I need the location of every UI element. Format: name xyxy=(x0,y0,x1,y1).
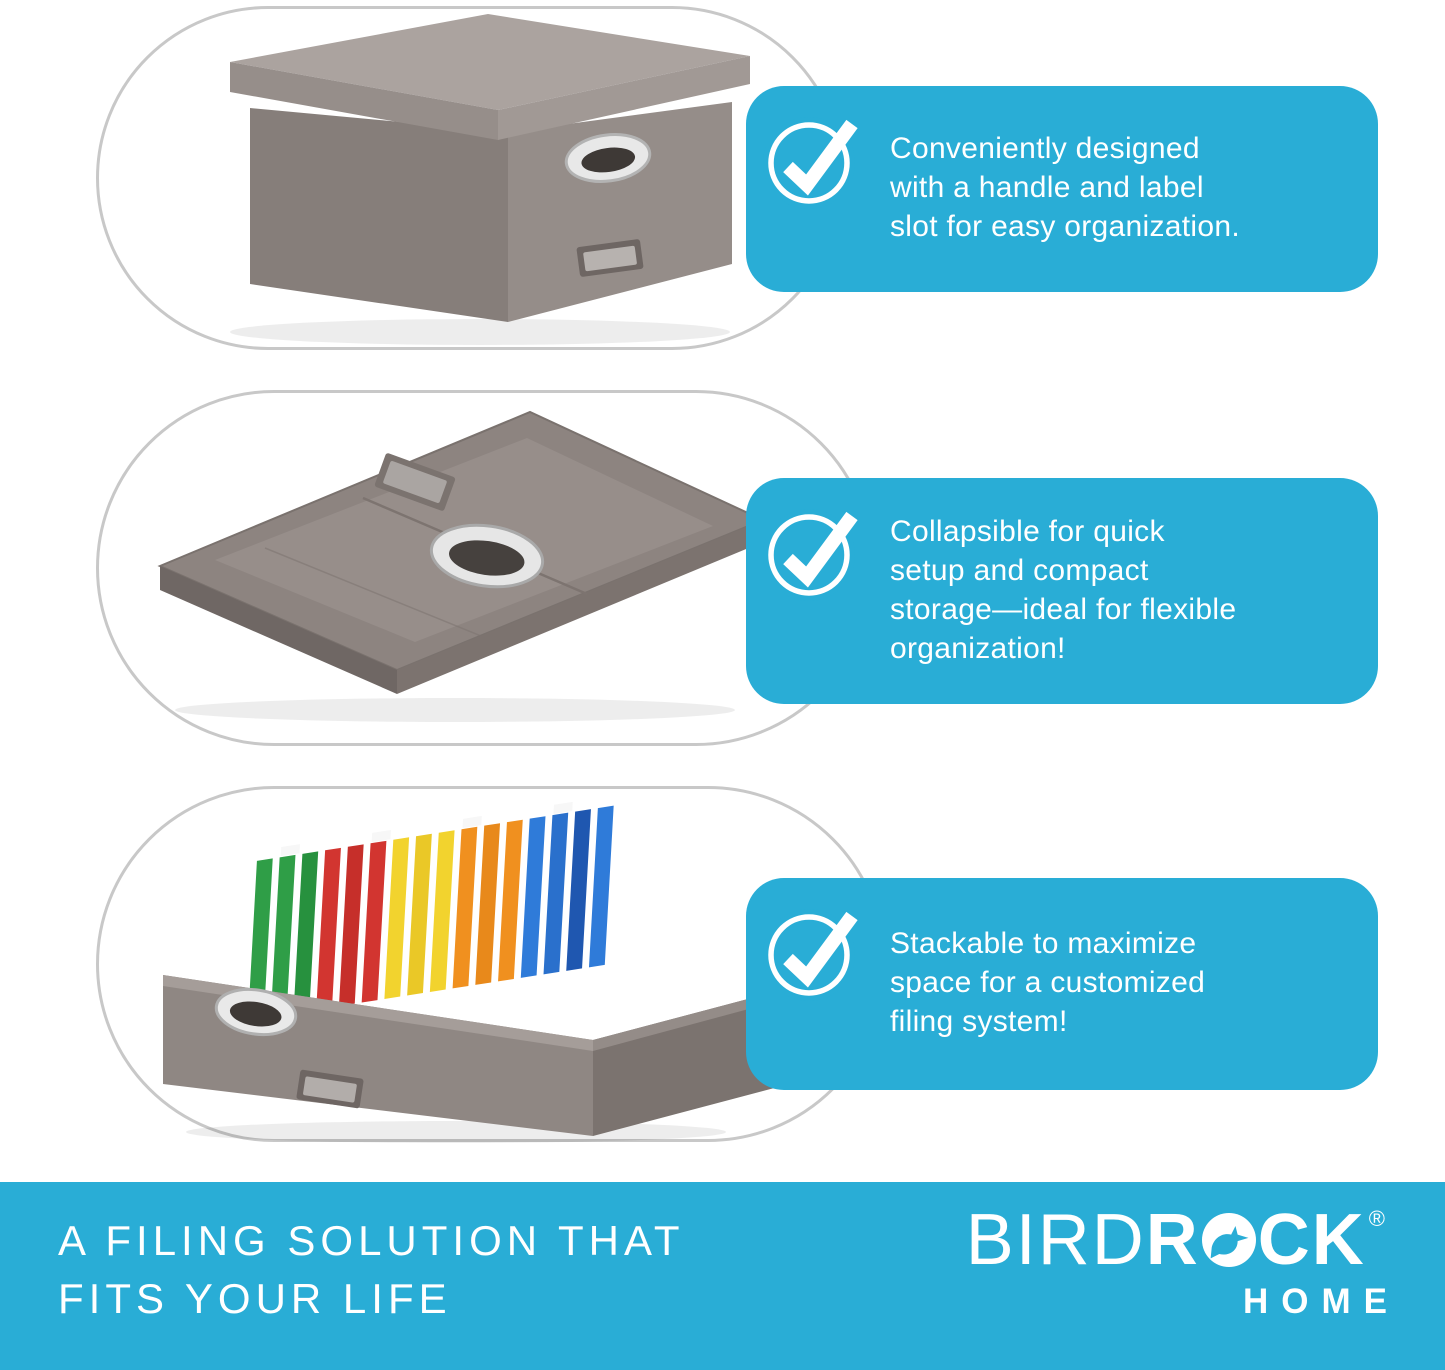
banner-headline-line: A FILING SOLUTION THAT xyxy=(58,1217,685,1264)
handle-grommet xyxy=(564,133,652,183)
label-slot xyxy=(296,1069,364,1109)
checkmark-icon xyxy=(763,509,858,601)
handle-grommet xyxy=(214,987,298,1037)
banner-headline-line: FITS YOUR LIFE xyxy=(58,1275,452,1322)
label-slot xyxy=(576,239,644,277)
brand-rock-suffix: CK xyxy=(1257,1200,1366,1280)
feature-text-line: Stackable to maximize xyxy=(890,927,1197,960)
product-photo-collapsed-file-box xyxy=(157,410,766,722)
feature-text-line: space for a customized xyxy=(890,966,1206,999)
checkmark-icon xyxy=(763,909,858,1001)
brand-logo: BIRD R CK ® HOME xyxy=(966,1204,1387,1322)
feature-text-1: Conveniently designed with a handle and … xyxy=(890,129,1240,246)
feature-text-line: organization! xyxy=(890,632,1066,665)
checkmark-icon xyxy=(763,117,858,209)
bird-icon xyxy=(1201,1213,1256,1267)
feature-text-line: filing system! xyxy=(890,1005,1068,1038)
brand-bird-text: BIRD xyxy=(965,1200,1146,1280)
label-slot xyxy=(374,453,456,511)
feature-text-line: storage—ideal for flexible xyxy=(890,593,1237,626)
brand-wordmark: BIRD R CK ® xyxy=(966,1204,1387,1276)
feature-callout-2: Collapsible for quick setup and compact … xyxy=(746,478,1378,704)
feature-text-3: Stackable to maximize space for a custom… xyxy=(890,924,1205,1041)
feature-text-line: setup and compact xyxy=(890,554,1149,587)
brand-home-text: HOME xyxy=(1243,1282,1400,1321)
feature-text-line: Conveniently designed xyxy=(890,132,1200,165)
banner-headline: A FILING SOLUTION THAT FITS YOUR LIFE xyxy=(58,1212,685,1328)
bottom-banner: A FILING SOLUTION THAT FITS YOUR LIFE BI… xyxy=(0,1182,1445,1370)
feature-text-2: Collapsible for quick setup and compact … xyxy=(890,512,1236,668)
registered-mark: ® xyxy=(1368,1206,1387,1231)
brand-rock-prefix: R xyxy=(1145,1200,1200,1280)
feature-text-line: with a handle and label xyxy=(890,171,1204,204)
feature-text-line: Collapsible for quick xyxy=(890,515,1165,548)
handle-grommet xyxy=(429,523,545,589)
product-photo-file-box-with-folders xyxy=(163,801,782,1143)
hanging-file-folders xyxy=(245,801,616,1023)
feature-text-line: slot for easy organization. xyxy=(890,210,1240,243)
feature-callout-3: Stackable to maximize space for a custom… xyxy=(746,878,1378,1090)
product-photo-closed-file-box xyxy=(230,14,750,345)
feature-callout-1: Conveniently designed with a handle and … xyxy=(746,86,1378,292)
